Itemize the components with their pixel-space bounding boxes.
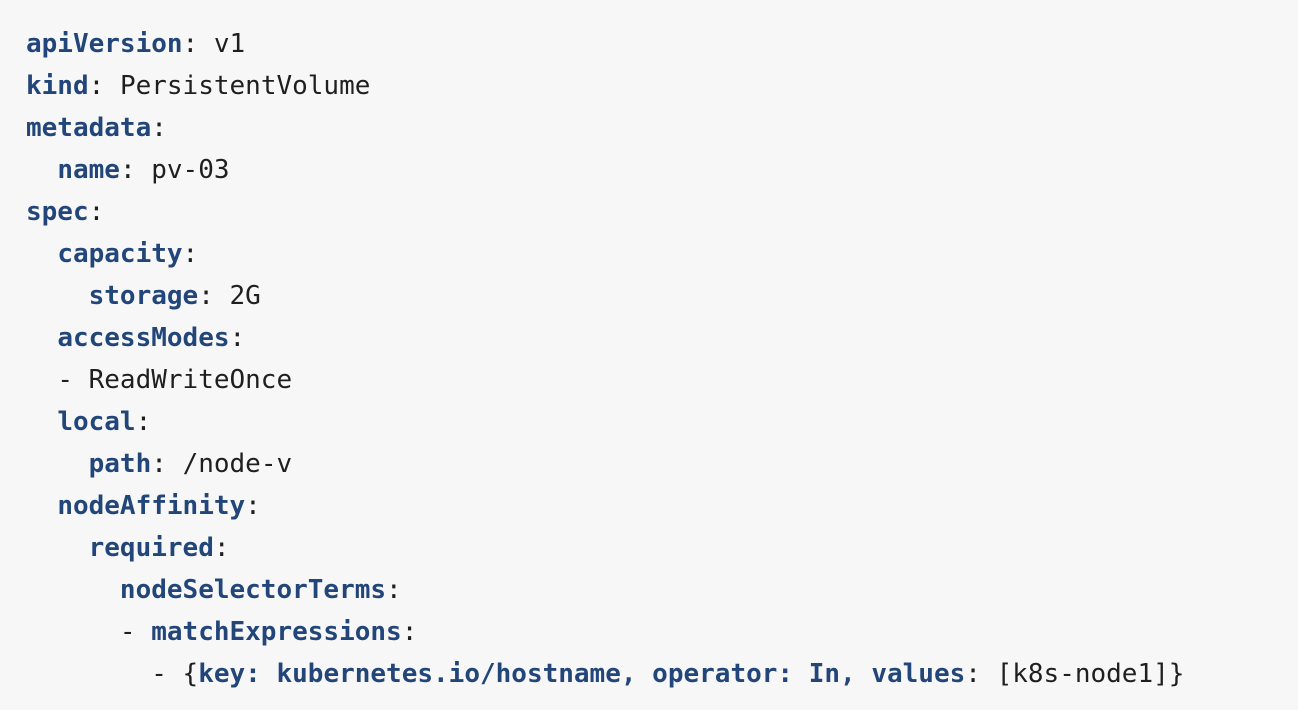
yaml-value-storage: 2G: [229, 281, 261, 311]
line-kind: kind: PersistentVolume: [26, 71, 371, 101]
yaml-value-expr-operator: In: [808, 659, 841, 689]
yaml-value-expr-values: k8s-node1: [1012, 659, 1154, 689]
line-capacity: capacity:: [57, 239, 199, 269]
yaml-key-nodeAffinity: nodeAffinity: [57, 491, 246, 521]
yaml-key-apiVersion: apiVersion: [26, 29, 183, 59]
yaml-code-block: apiVersion: v1 kind: PersistentVolume meta…: [26, 23, 1298, 695]
line-accessModes-item: - ReadWriteOnce: [57, 365, 293, 395]
yaml-key-path: path: [88, 449, 152, 479]
line-spec: spec:: [26, 197, 105, 227]
line-path: path: /node-v: [88, 449, 293, 479]
yaml-key-accessModes: accessModes: [57, 323, 230, 353]
yaml-value-name: pv-03: [151, 155, 230, 185]
yaml-value-apiVersion: v1: [213, 29, 246, 59]
yaml-key-nodeSelectorTerms: nodeSelectorTerms: [119, 575, 387, 605]
yaml-key-required: required: [88, 533, 214, 563]
yaml-key-kind: kind: [26, 71, 89, 101]
line-metadata-name: name: pv-03: [57, 155, 230, 185]
yaml-key-capacity: capacity: [57, 239, 183, 269]
yaml-key-expr-values: values: [871, 659, 966, 689]
yaml-value-accessMode-0: ReadWriteOnce: [88, 365, 293, 395]
yaml-key-expr-key: key: [198, 659, 246, 689]
line-local: local:: [57, 407, 152, 437]
yaml-key-spec: spec: [26, 197, 89, 227]
line-matchExpressions: - matchExpressions:: [119, 617, 418, 647]
line-apiVersion: apiVersion: v1: [26, 29, 246, 59]
yaml-key-storage: storage: [88, 281, 199, 311]
yaml-key-matchExpressions: matchExpressions: [151, 617, 402, 647]
line-metadata: metadata:: [26, 113, 167, 143]
line-nodeAffinity: nodeAffinity:: [57, 491, 261, 521]
line-required: required:: [88, 533, 230, 563]
yaml-key-metadata: metadata: [26, 113, 152, 143]
yaml-key-local: local: [57, 407, 136, 437]
yaml-value-kind: PersistentVolume: [119, 71, 371, 101]
yaml-key-name: name: [57, 155, 120, 185]
line-nodeSelectorTerms: nodeSelectorTerms:: [119, 575, 402, 605]
line-storage: storage: 2G: [88, 281, 261, 311]
line-match-expression: - {key: kubernetes.io/hostname, operator…: [151, 659, 1185, 689]
yaml-key-expr-operator: operator: [652, 659, 778, 689]
yaml-value-path: /node-v: [182, 449, 293, 479]
line-accessModes: accessModes:: [57, 323, 246, 353]
yaml-value-expr-key: kubernetes.io/hostname: [276, 659, 621, 689]
